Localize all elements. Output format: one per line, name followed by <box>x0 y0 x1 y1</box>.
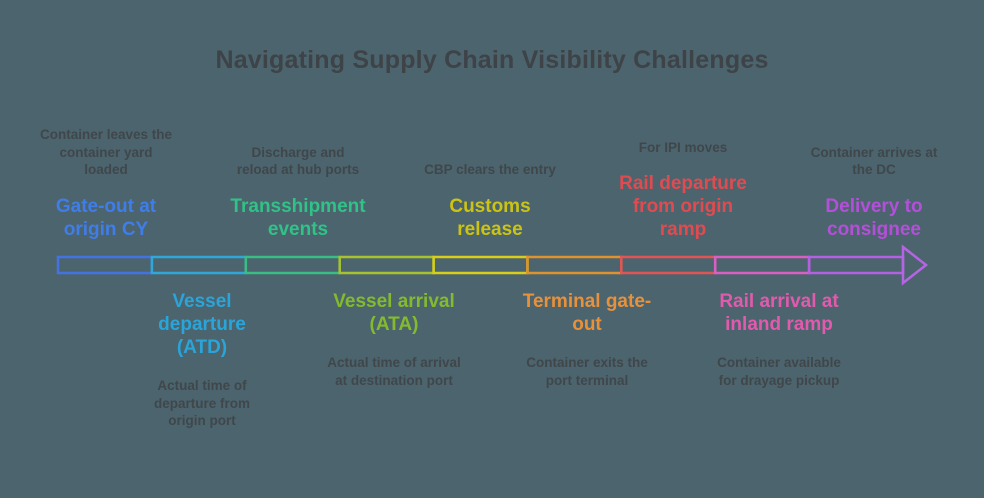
milestone-description: Discharge and reload at hub ports <box>236 144 360 178</box>
milestone-title: Customs release <box>449 196 531 241</box>
milestone-delivery-to-consignee: Container arrives at the DC Delivery to … <box>786 144 962 242</box>
timeline-segment <box>244 255 341 275</box>
milestone-title: Rail arrival at inland ramp <box>719 291 839 335</box>
timeline-segment <box>620 255 717 275</box>
milestone-vessel-departure-atd: Vessel departure (ATD) Actual time of de… <box>114 291 290 430</box>
milestone-vessel-arrival-ata: Vessel arrival (ATA) Actual time of arri… <box>306 291 482 389</box>
milestone-rail-departure-origin-ramp: For IPI moves Rail departure from origin… <box>595 139 771 243</box>
timeline-segment <box>713 255 811 275</box>
timeline-segment <box>56 255 154 275</box>
milestone-title: Gate-out at origin CY <box>55 196 157 241</box>
page-title: Navigating Supply Chain Visibility Chall… <box>215 46 769 74</box>
milestone-description: For IPI moves <box>638 139 728 155</box>
milestone-title: Vessel arrival (ATA) <box>333 291 455 335</box>
milestone-gate-out-origin-cy: Container leaves the container yard load… <box>18 126 194 242</box>
milestone-description: Container leaves the container yard load… <box>39 127 173 178</box>
milestone-terminal-gate-out: Terminal gate- out Container exits the p… <box>499 291 675 389</box>
milestone-title: Rail departure from origin ramp <box>619 173 747 241</box>
milestone-title: Delivery to consignee <box>825 196 923 241</box>
milestone-title: Transshipment events <box>230 196 366 241</box>
milestone-description: Container arrives at the DC <box>810 144 938 178</box>
milestone-description: Actual time of departure from origin por… <box>153 377 251 429</box>
milestone-description: Container available for drayage pickup <box>717 354 841 388</box>
timeline-arrow <box>56 244 929 286</box>
milestone-title: Vessel departure (ATD) <box>158 291 246 358</box>
milestone-transshipment-events: Discharge and reload at hub ports Transs… <box>210 144 386 242</box>
timeline-segment <box>338 255 435 275</box>
timeline-segment <box>807 255 905 275</box>
milestone-description: CBP clears the entry <box>424 162 556 178</box>
milestone-description: Container exits the port terminal <box>526 354 648 388</box>
milestone-rail-arrival-inland-ramp: Rail arrival at inland ramp Container av… <box>691 291 867 389</box>
arrowhead-icon <box>901 244 929 286</box>
milestone-description: Actual time of arrival at destination po… <box>327 354 461 388</box>
timeline-segment <box>150 255 248 275</box>
timeline-segment <box>432 255 529 275</box>
milestone-title: Terminal gate- out <box>522 291 652 335</box>
timeline-segment <box>526 255 623 275</box>
milestone-customs-release: CBP clears the entry Customs release <box>402 161 578 242</box>
